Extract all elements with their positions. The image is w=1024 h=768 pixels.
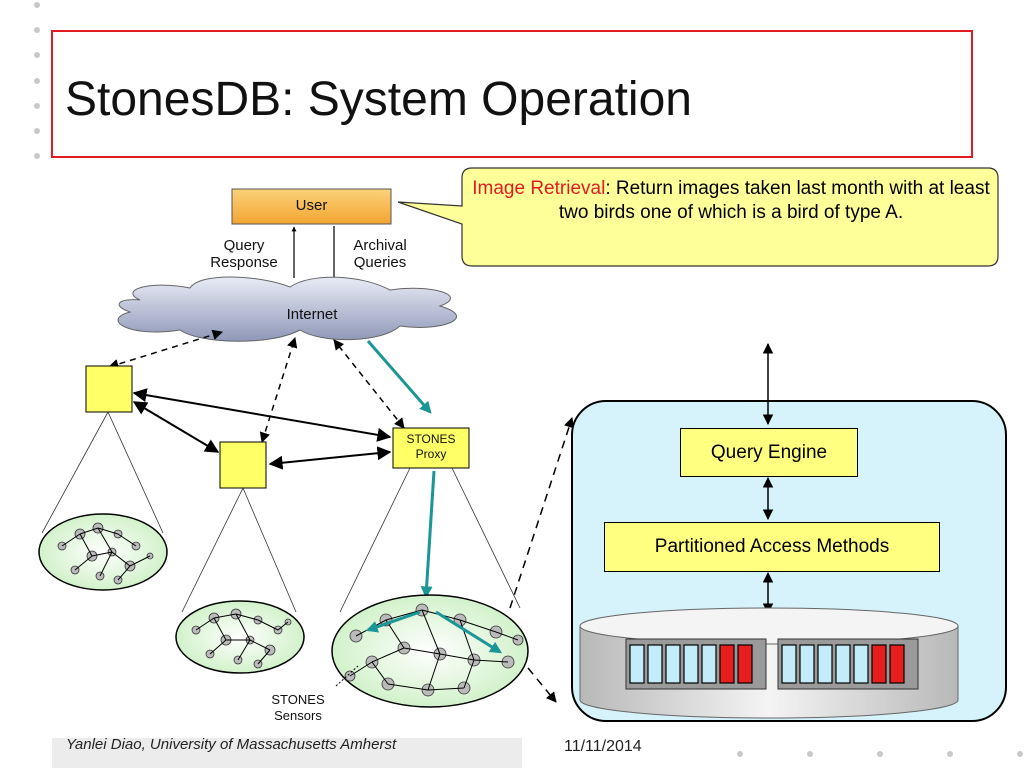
internet-label: Internet [286,306,338,323]
proxy-label: STONES Proxy [406,432,456,461]
decor-dot [34,27,40,33]
decor-dot [34,52,40,58]
callout-bubble [397,167,999,267]
archival-queries-label: Archival Queries [353,237,407,271]
query-response-label: Query Response [210,237,278,271]
decor-dot [34,103,40,109]
callout-text: Image Retrieval: Return images taken las… [466,177,996,225]
sensor-cluster-2 [175,600,305,674]
user-label: User [295,197,328,214]
node-box-left [85,365,133,413]
sensor-cluster-3 [331,594,529,708]
user-box [231,188,392,225]
callout-body: : Return images taken last month with at… [558,178,990,223]
title-box: StonesDB: System Operation [51,30,973,158]
decor-dot [34,153,40,159]
access-methods-label: Partitioned Access Methods [654,536,890,557]
decor-dot [877,751,883,757]
query-engine-box: Query Engine [680,428,858,477]
access-methods-box: Partitioned Access Methods [604,522,940,572]
footer-author-bar: Yanlei Diao, University of Massachusetts… [52,738,522,768]
decor-dot [737,751,743,757]
decor-dot [947,751,953,757]
slide-title: StonesDB: System Operation [65,73,692,126]
callout-highlight: Image Retrieval [472,178,606,199]
footer-author: Yanlei Diao, University of Massachusetts… [66,738,397,753]
sensor-cluster-1 [38,513,168,591]
footer-date: 11/11/2014 [564,738,642,755]
sensors-label: STONES Sensors [271,692,325,723]
decor-dot [34,2,40,8]
partition-group-2 [777,638,919,690]
decor-dot [1017,751,1023,757]
node-box-middle [219,441,267,489]
partition-group-1 [625,638,767,690]
decor-dot [34,128,40,134]
decor-dot [34,78,40,84]
proxy-box [392,427,470,469]
query-engine-label: Query Engine [710,441,828,463]
decor-dot [807,751,813,757]
